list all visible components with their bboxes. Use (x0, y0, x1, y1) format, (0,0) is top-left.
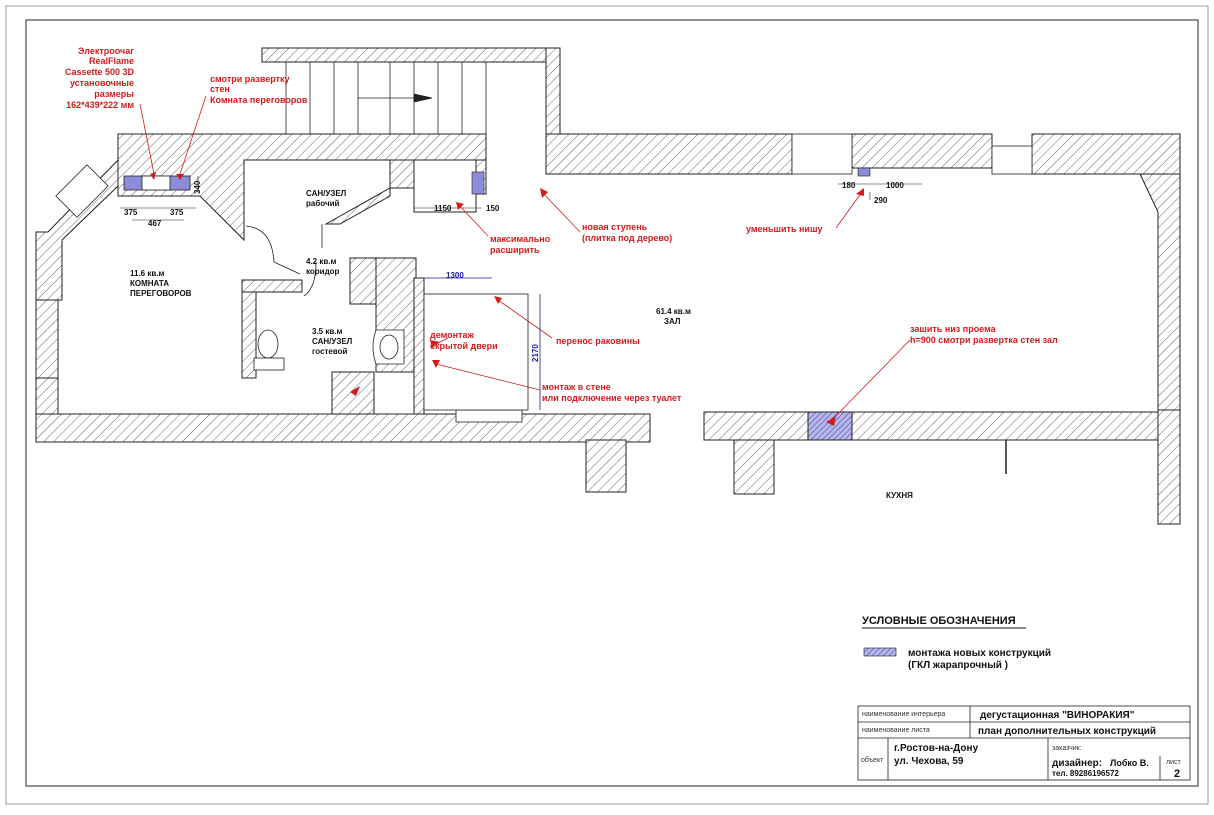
niche-fixture (991, 145, 1033, 175)
walls (35, 47, 1181, 525)
tb-interior: дегустационная "ВИНОРАКИЯ" (980, 710, 1135, 721)
new-step (471, 171, 485, 195)
red-arrowheads (150, 172, 864, 426)
legend-swatch (863, 647, 897, 657)
tb-label-object: объект (861, 756, 884, 764)
wc-guest-name2: гостевой (312, 347, 348, 356)
note-sew-opening-2: h=900 смотри развертка стен зал (910, 335, 1058, 345)
wc-guest-area: 3.5 кв.м (312, 327, 342, 336)
note-remove-door-1: демонтаж (430, 330, 474, 340)
note-reduce-niche: уменьшить нишу (746, 224, 822, 234)
dim-340: 340 (193, 180, 202, 194)
dim-1150: 1150 (434, 204, 452, 213)
new-wc-area (423, 293, 529, 411)
counter-base (455, 409, 523, 423)
tb-sheet: план дополнительных конструкций (978, 726, 1156, 737)
legend-item-1: монтажа новых конструкций (908, 648, 1051, 659)
legend-title: УСЛОВНЫЕ ОБОЗНАЧЕНИЯ (862, 615, 1016, 627)
dim-467: 467 (148, 219, 162, 228)
dim-375-left: 375 (124, 208, 138, 217)
dim-1300: 1300 (446, 271, 464, 280)
title-block (857, 705, 1191, 781)
note-sew-opening-1: зашить низ проема (910, 324, 997, 334)
hall-area: 61.4 кв.м (656, 307, 691, 316)
note-move-sink: перенос раковины (556, 336, 640, 346)
toilet-icon (253, 329, 285, 371)
doors (245, 224, 323, 297)
tb-designer: Лобко В. (1110, 758, 1149, 768)
window-left (55, 164, 109, 218)
wc-guest-name1: САН/УЗЕЛ (312, 337, 353, 346)
tb-label-page: лист (1166, 759, 1181, 766)
meeting-area: 11.6 кв.м (130, 269, 164, 278)
note-see-walls-1: смотри развертку (210, 74, 290, 84)
dim-180: 180 (842, 181, 856, 190)
note-fireplace-5: размеры (94, 89, 134, 99)
dimension-lines (120, 176, 922, 221)
corridor-name: коридор (306, 267, 340, 276)
outer-frame (5, 5, 1209, 805)
note-expand-2: расширить (490, 245, 540, 255)
meeting-name1: КОМНАТА (130, 279, 169, 288)
dim-2170: 2170 (531, 344, 540, 362)
tb-page: 2 (1174, 768, 1180, 780)
note-see-walls-3: Комната переговоров (210, 95, 308, 105)
note-fireplace-4: установочные (70, 78, 134, 88)
dimension-lines-blue (424, 277, 541, 410)
note-mount-wall-2: или подключение через туалет (542, 393, 682, 403)
kitchen-name: КУХНЯ (886, 491, 913, 500)
meeting-name2: ПЕРЕГОВОРОВ (130, 289, 192, 298)
tb-designer-label: дизайнер: (1052, 758, 1102, 769)
note-new-step-2: (плитка под дерево) (582, 233, 672, 243)
note-fireplace-1: Электроочаг (78, 46, 134, 56)
tb-label-interior: наименование интерьера (862, 711, 945, 718)
dim-1000: 1000 (886, 181, 904, 190)
new-construction-opening (807, 411, 853, 441)
note-see-walls-2: стен (210, 84, 230, 94)
window-opening (791, 133, 853, 175)
tb-label-customer: заказчик: (1052, 745, 1082, 752)
tb-phone: тел. 89286196572 (1052, 769, 1119, 778)
fireplace-icon (141, 175, 171, 191)
dim-375-right: 375 (170, 208, 184, 217)
tb-city: г.Ростов-на-Дону (894, 743, 979, 754)
wc-work-name1: САН/УЗЕЛ (306, 189, 347, 198)
note-fireplace-2: RealFlame (89, 56, 134, 66)
hall-name: ЗАЛ (664, 317, 681, 326)
stairs (285, 62, 487, 134)
sink-guest-icon (372, 329, 405, 365)
note-remove-door-2: скрытой двери (430, 341, 498, 351)
tb-label-sheet: наименование листа (862, 727, 930, 734)
corridor-area: 4.2 кв.м (306, 257, 336, 266)
red-leaders (139, 95, 911, 421)
note-expand-1: максимально (490, 234, 551, 244)
niche-block (857, 167, 871, 177)
legend-item-2: (ГКЛ жарапрочный ) (908, 660, 1008, 671)
inner-frame (25, 19, 1199, 787)
dim-290: 290 (874, 196, 888, 205)
note-fireplace-3: Cassette 500 3D (65, 67, 135, 77)
note-new-step-1: новая ступень (582, 222, 648, 232)
note-mount-wall-1: монтаж в стене (542, 382, 611, 392)
note-fireplace-6: 162*439*222 мм (66, 100, 134, 110)
wc-work-name2: рабочий (306, 199, 340, 208)
tb-street: ул. Чехова, 59 (894, 756, 964, 767)
dim-150: 150 (486, 204, 500, 213)
